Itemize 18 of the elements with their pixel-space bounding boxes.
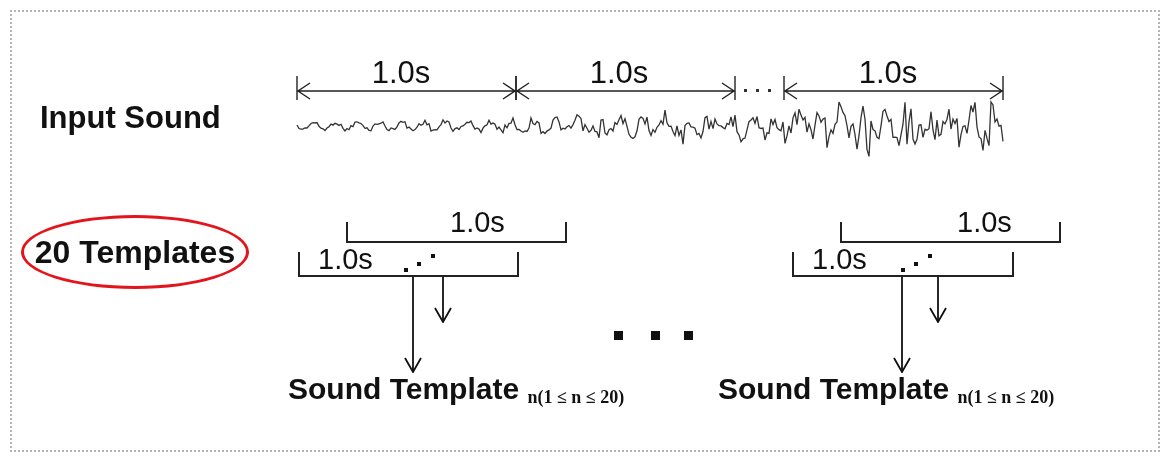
dimension-label: 1.0s xyxy=(589,57,649,88)
arrow xyxy=(929,276,947,323)
row-label: Input Sound xyxy=(40,102,221,133)
arrow xyxy=(404,276,422,373)
duration-label: 1.0s xyxy=(450,208,505,237)
template-label: Sound Template $_{n(1 ≤ n ≤ 20)}$ xyxy=(288,372,625,406)
template-label: Sound Template $_{n(1 ≤ n ≤ 20)}$ xyxy=(718,372,1055,406)
time-window-bracket xyxy=(792,247,1014,277)
duration-label: 1.0s xyxy=(318,245,373,274)
row-label: 20 Templates xyxy=(34,236,236,268)
dimension-label: 1.0s xyxy=(371,57,431,88)
time-window-bracket xyxy=(298,247,519,277)
duration-label: 1.0s xyxy=(812,245,867,274)
duration-label: 1.0s xyxy=(957,208,1012,237)
arrow xyxy=(434,276,452,323)
arrow xyxy=(893,276,911,373)
dimension-label: 1.0s xyxy=(858,57,918,88)
highlight-ellipse xyxy=(21,215,249,289)
